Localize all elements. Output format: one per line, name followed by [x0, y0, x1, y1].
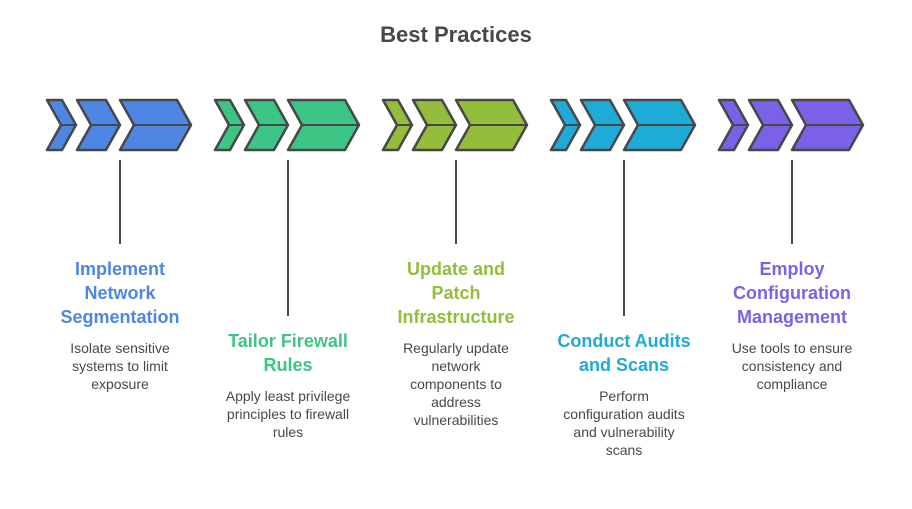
step-heading-line: Rules [263, 355, 313, 375]
step-description: Isolate sensitive systems to limit exposur… [45, 339, 195, 393]
step-description-line: address [431, 394, 481, 410]
step-heading-line: Tailor Firewall [228, 331, 348, 351]
step-description-line: rules [272, 424, 304, 440]
step-heading-line: Update and [406, 259, 505, 279]
step-description-line: consistency and [741, 358, 843, 374]
step-3-chevron-group [381, 98, 529, 152]
step-description-line: Perform [599, 388, 649, 404]
step-description-line: and vulnerability [573, 424, 675, 440]
diagram-title: Best Practices [380, 22, 532, 47]
step-description-line: scans [605, 442, 643, 458]
step-description-line: Isolate sensitive [70, 340, 170, 356]
step-description-line: vulnerabilities [413, 412, 499, 428]
step-4-chevron-group [549, 98, 697, 152]
step-heading-line: Configuration [733, 283, 851, 303]
step-2-chevron-group [213, 98, 361, 152]
step-description-line: components to [410, 376, 502, 392]
step-heading-line: Infrastructure [397, 307, 515, 327]
step-description-line: principles to firewall [226, 406, 350, 422]
step-description-line: systems to limit [72, 358, 168, 374]
step-description-line: network [431, 358, 481, 374]
step-heading-line: Employ [759, 259, 825, 279]
step-description-line: Use tools to ensure [731, 340, 853, 356]
step-heading-line: and Scans [578, 355, 670, 375]
step-heading: Conduct Audits and Scans [549, 329, 699, 377]
step-heading-line: Patch [431, 283, 481, 303]
step-description-line: Apply least privilege [225, 388, 351, 404]
step-description: Perform configuration audits and vulnerabi… [549, 387, 699, 459]
step-description-line: configuration audits [563, 406, 685, 422]
step-description: Use tools to ensure consistency and compli… [717, 339, 867, 393]
step-1-chevron-group [45, 98, 193, 152]
step-description-line: exposure [91, 376, 149, 392]
step-description-line: Regularly update [403, 340, 509, 356]
step-heading-line: Conduct Audits [557, 331, 691, 351]
step-description: Apply least privilege principles to firew… [213, 387, 363, 441]
step-heading-line: Segmentation [60, 307, 180, 327]
step-5-chevron-group [717, 98, 865, 152]
step-heading-line: Implement [74, 259, 166, 279]
step-description: Regularly update network components to addr… [381, 339, 531, 429]
step-description-line: compliance [756, 376, 828, 392]
step-heading-line: Management [736, 307, 848, 327]
step-heading-line: Network [84, 283, 156, 303]
